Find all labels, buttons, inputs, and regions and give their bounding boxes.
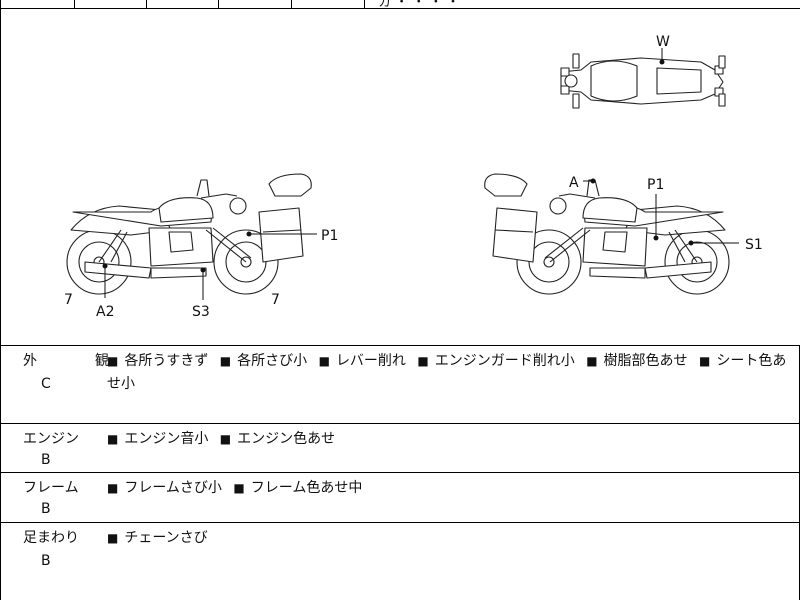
label-7-left: 7 [64,292,73,308]
bike-top-view [560,53,726,109]
label-p1-right: P1 [647,177,664,193]
section-category: 外 観 [23,353,131,369]
label-7-right: 7 [271,292,280,308]
section-category: エンジン [23,431,79,447]
section-items: ■フレームさび小 ■フレーム色あせ中 [107,480,363,496]
list-item: エンジンガード削れ小 [434,353,575,369]
label-a: A [569,175,579,191]
list-item: フレーム色あせ中 [250,480,363,496]
section-items: ■チェーンさび [107,530,208,546]
label-s3: S3 [192,304,210,320]
list-item: 樹脂部色あせ [603,353,688,369]
damage-diagram: P1 A2 S3 7 7 W A P1 S1 [0,9,800,346]
list-item: シート色あせ小 [107,353,787,392]
list-item: エンジン色あせ [237,431,336,447]
section-suspension: 足まわり B ■チェーンさび [0,523,800,600]
section-frame: フレーム B ■フレームさび小 ■フレーム色あせ中 [0,473,800,523]
section-grade: B [41,501,51,517]
label-p1-left: P1 [321,228,338,244]
section-category: フレーム [23,480,79,496]
list-item: 各所さび小 [237,353,308,369]
motorcycle-diagram-svg: P1 A2 S3 7 7 W A P1 S1 [64,34,763,320]
section-grade: C [41,376,51,392]
bike-left-side [66,173,312,295]
list-item: 各所うすきず [124,353,209,369]
list-item: フレームさび小 [124,480,222,496]
section-grade: B [41,452,51,468]
label-w: W [656,34,670,50]
header-row: カ ・ ・ ・ ・ [0,0,800,10]
header-clipped-text: カ ・ ・ ・ ・ [378,0,460,10]
list-item: チェーンさび [124,530,208,546]
label-a2: A2 [96,304,114,320]
section-items: ■各所うすきず ■各所さび小 ■レバー削れ ■エンジンガード削れ小 ■樹脂部色あ… [107,353,787,392]
section-engine: エンジン B ■エンジン音小 ■エンジン色あせ [0,424,800,473]
section-items: ■エンジン音小 ■エンジン色あせ [107,431,336,447]
section-exterior: 外 観 C ■各所うすきず ■各所さび小 ■レバー削れ ■エンジンガード削れ小 … [0,346,800,424]
section-grade: B [41,553,51,569]
list-item: エンジン音小 [124,431,209,447]
list-item: レバー削れ [335,353,406,369]
label-s1: S1 [745,237,763,253]
bike-right-side [484,173,730,295]
section-category: 足まわり [23,530,79,546]
